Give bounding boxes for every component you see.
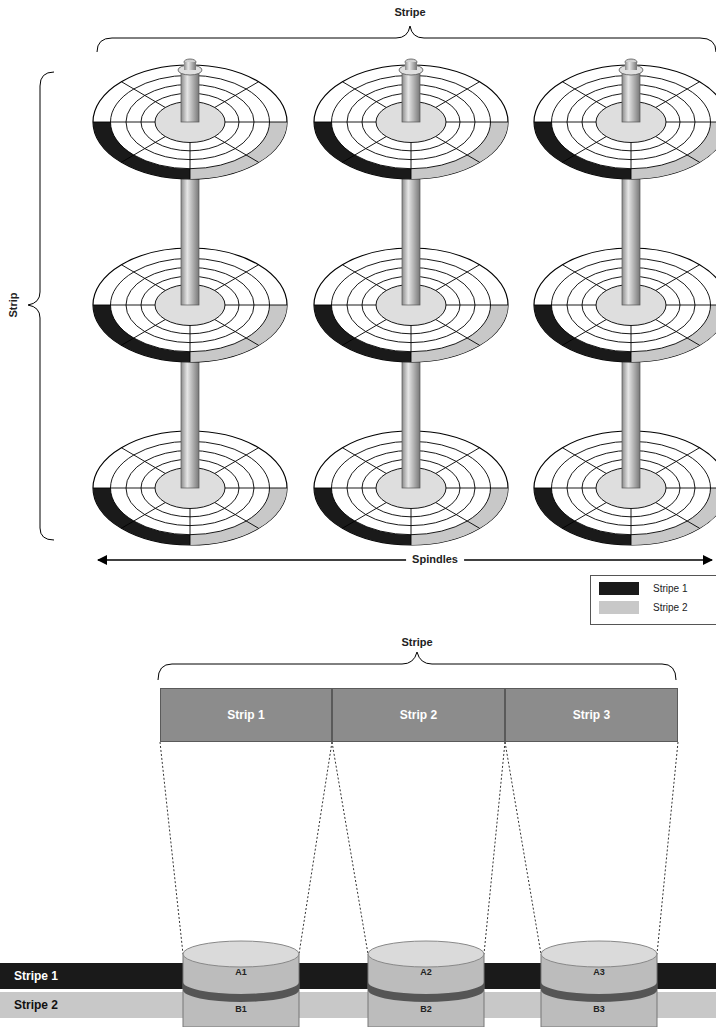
strip-label: Strip 3 bbox=[573, 708, 610, 722]
legend-swatch bbox=[599, 582, 639, 595]
legend-box: Stripe 1 Stripe 2 bbox=[590, 575, 716, 625]
legend-swatch bbox=[599, 601, 639, 614]
legend-text: Stripe 2 bbox=[653, 602, 687, 613]
legend-row: Stripe 1 bbox=[599, 582, 687, 595]
strip-label: Strip 2 bbox=[400, 708, 437, 722]
disk-label: B1 bbox=[182, 1004, 300, 1014]
strip-label: Strip 1 bbox=[227, 708, 264, 722]
stripe-label: Stripe 1 bbox=[14, 969, 58, 983]
disk-label: B3 bbox=[540, 1004, 658, 1014]
strip-box: Strip 2 bbox=[332, 688, 505, 742]
disk-label: A2 bbox=[367, 967, 485, 977]
dotted-connector bbox=[505, 742, 678, 954]
disk-cylinder: A1B1 bbox=[182, 940, 300, 1027]
bracket-label: Stripe bbox=[401, 636, 432, 649]
stripe-label: Stripe 2 bbox=[14, 998, 58, 1012]
dotted-connector bbox=[160, 742, 332, 954]
disk-cylinder: A2B2 bbox=[367, 940, 485, 1027]
bracket-label: Stripe bbox=[394, 6, 425, 19]
strip-box: Strip 1 bbox=[160, 688, 332, 742]
strip-box: Strip 3 bbox=[505, 688, 678, 742]
disk-label: A1 bbox=[182, 967, 300, 977]
disk-cylinder: A3B3 bbox=[540, 940, 658, 1027]
axis-label: Spindles bbox=[406, 553, 464, 566]
legend-row: Stripe 2 bbox=[599, 601, 687, 614]
disk-label: A3 bbox=[540, 967, 658, 977]
disk-label: B2 bbox=[367, 1004, 485, 1014]
dotted-connector bbox=[332, 742, 505, 954]
legend-text: Stripe 1 bbox=[653, 583, 687, 594]
bracket-label: Strip bbox=[7, 292, 20, 317]
